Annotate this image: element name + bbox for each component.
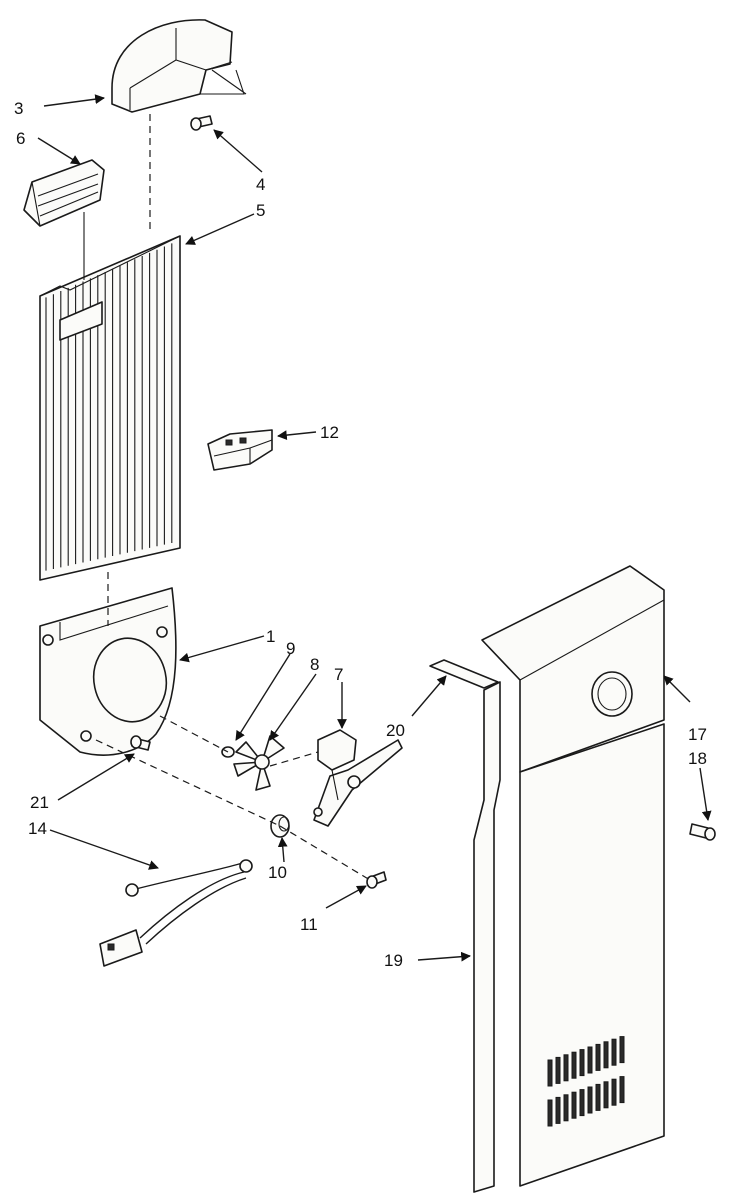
part-3-duct-cover: [111, 19, 245, 113]
vent-slot: [571, 1051, 577, 1079]
part-4-screw: [190, 115, 213, 131]
callout-20: 20: [386, 721, 405, 740]
part-21-screw: [130, 735, 151, 751]
callout-10: 10: [268, 863, 287, 882]
vent-slot: [603, 1041, 609, 1069]
vent-slot: [587, 1086, 593, 1114]
callout-12: 12: [320, 423, 339, 442]
part-8-fan-blade: [233, 735, 285, 791]
part-17-rear-panel: [481, 565, 665, 1187]
part-5-evaporator-cover: [39, 235, 181, 581]
vent-slot: [555, 1056, 561, 1084]
callout-11: 11: [300, 915, 318, 934]
vent-slot: [603, 1081, 609, 1109]
vent-slot: [595, 1043, 601, 1071]
part-12-bracket: [207, 429, 273, 471]
callout-8: 8: [310, 655, 319, 674]
callout-17: 17: [688, 725, 707, 744]
vent-slot: [619, 1036, 625, 1064]
part-18-screw: [689, 823, 716, 841]
callout-18: 18: [688, 749, 707, 768]
alignment-lines: [83, 69, 371, 881]
vent-slots: [547, 1036, 625, 1127]
vent-slot: [595, 1083, 601, 1111]
vent-slot: [555, 1096, 561, 1124]
callout-5: 5: [256, 201, 265, 220]
part-20-insulation-strip: [429, 659, 499, 689]
vent-slot: [579, 1089, 585, 1117]
part-7-fan-motor: [313, 729, 403, 827]
callout-19: 19: [384, 951, 403, 970]
vent-slot: [579, 1049, 585, 1077]
part-1-fan-shroud: [39, 587, 177, 756]
part-6-vent-grille: [23, 159, 105, 227]
vent-slot: [547, 1099, 553, 1127]
part-19-liner-strip: [473, 681, 501, 1193]
callout-6: 6: [16, 129, 25, 148]
callout-labels: 3 6 4 5 12 1 9 8 7 20 17 18 21 14 10 11 …: [14, 99, 707, 970]
callout-4: 4: [256, 175, 265, 194]
vent-slot: [587, 1046, 593, 1074]
callout-14: 14: [28, 819, 47, 838]
vent-slot: [547, 1059, 553, 1087]
vent-slot: [571, 1091, 577, 1119]
part-14-wire-harness: [99, 859, 253, 967]
callout-3: 3: [14, 99, 23, 118]
vent-slot: [611, 1078, 617, 1106]
leader-arrows: [37, 94, 712, 962]
part-11-screw: [366, 871, 387, 889]
vent-slot: [619, 1076, 625, 1104]
vent-slot: [611, 1038, 617, 1066]
vent-slot: [563, 1094, 569, 1122]
callout-21: 21: [30, 793, 49, 812]
vent-slot: [563, 1054, 569, 1082]
callout-1: 1: [266, 627, 275, 646]
callout-7: 7: [334, 665, 343, 684]
callout-9: 9: [286, 639, 295, 658]
